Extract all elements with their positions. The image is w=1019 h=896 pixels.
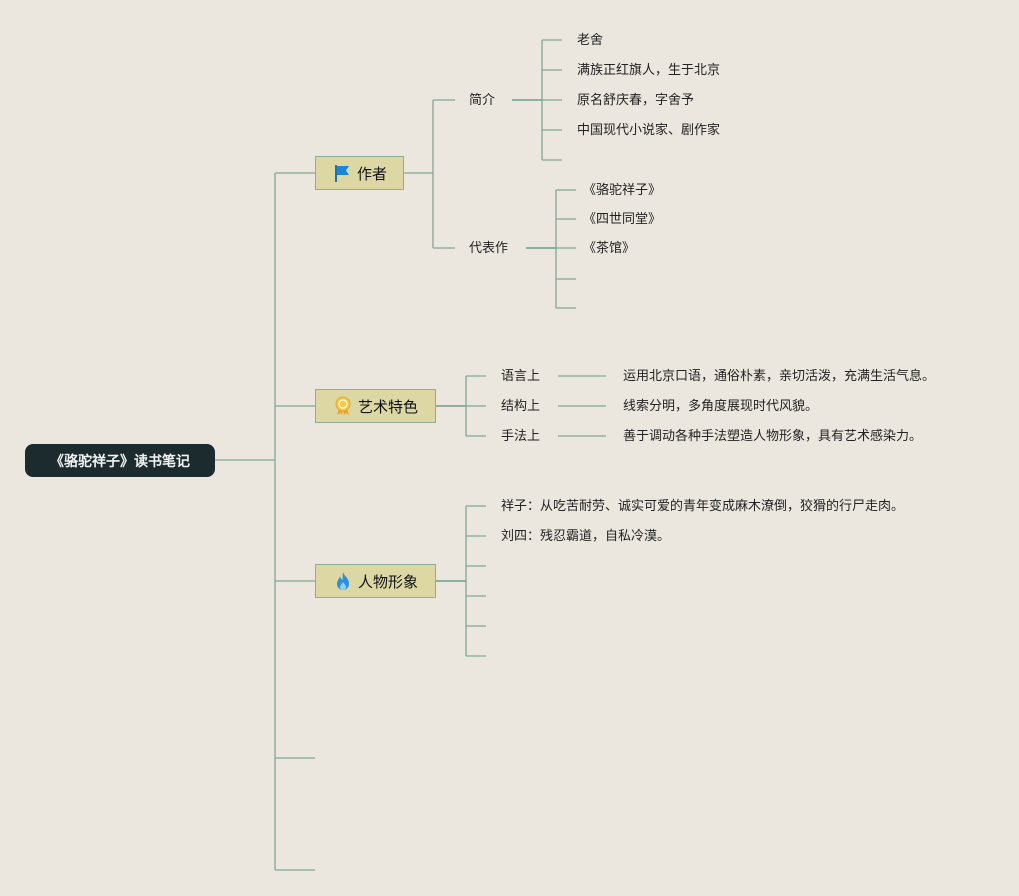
character-item-liusi[interactable]: 刘四：残忍霸道，自私冷漠。 — [501, 529, 671, 544]
intro-item-2[interactable]: 满族正红旗人，生于北京 — [577, 63, 721, 78]
topic-art-features[interactable]: 艺术特色 — [315, 389, 436, 423]
character-item-xiangzi[interactable]: 祥子：从吃苦耐劳、诚实可爱的青年变成麻木潦倒，狡猾的行尸走肉。 — [501, 499, 905, 514]
works-label[interactable]: 代表作 — [469, 241, 509, 256]
medal-icon — [333, 396, 353, 416]
art-item-technique[interactable]: 手法上 — [501, 429, 541, 444]
flag-icon — [332, 163, 352, 183]
works-item-1[interactable]: 《骆驼祥子》 — [583, 183, 662, 198]
topic-characters-label: 人物形象 — [357, 572, 418, 591]
topic-characters[interactable]: 人物形象 — [315, 564, 436, 598]
topic-art-features-label: 艺术特色 — [357, 397, 418, 416]
intro-item-4[interactable]: 中国现代小说家、剧作家 — [577, 123, 721, 138]
fire-icon — [333, 571, 353, 591]
art-desc-structure[interactable]: 线索分明，多角度展现时代风貌。 — [623, 399, 819, 414]
art-desc-technique[interactable]: 善于调动各种手法塑造人物形象，具有艺术感染力。 — [623, 429, 923, 444]
topic-author-label: 作者 — [356, 164, 387, 183]
root-topic-label: 《骆驼祥子》读书笔记 — [50, 453, 190, 470]
intro-label[interactable]: 简介 — [469, 93, 496, 108]
art-desc-language[interactable]: 运用北京口语，通俗朴素，亲切活泼，充满生活气息。 — [623, 369, 936, 384]
works-item-2[interactable]: 《四世同堂》 — [583, 212, 662, 227]
art-item-structure[interactable]: 结构上 — [501, 399, 541, 414]
intro-item-1[interactable]: 老舍 — [577, 33, 604, 48]
works-item-3[interactable]: 《茶馆》 — [583, 241, 636, 256]
intro-item-3[interactable]: 原名舒庆春，字舍予 — [577, 93, 695, 108]
art-item-language[interactable]: 语言上 — [501, 369, 541, 384]
root-topic[interactable]: 《骆驼祥子》读书笔记 — [25, 444, 215, 477]
topic-author[interactable]: 作者 — [315, 156, 404, 190]
